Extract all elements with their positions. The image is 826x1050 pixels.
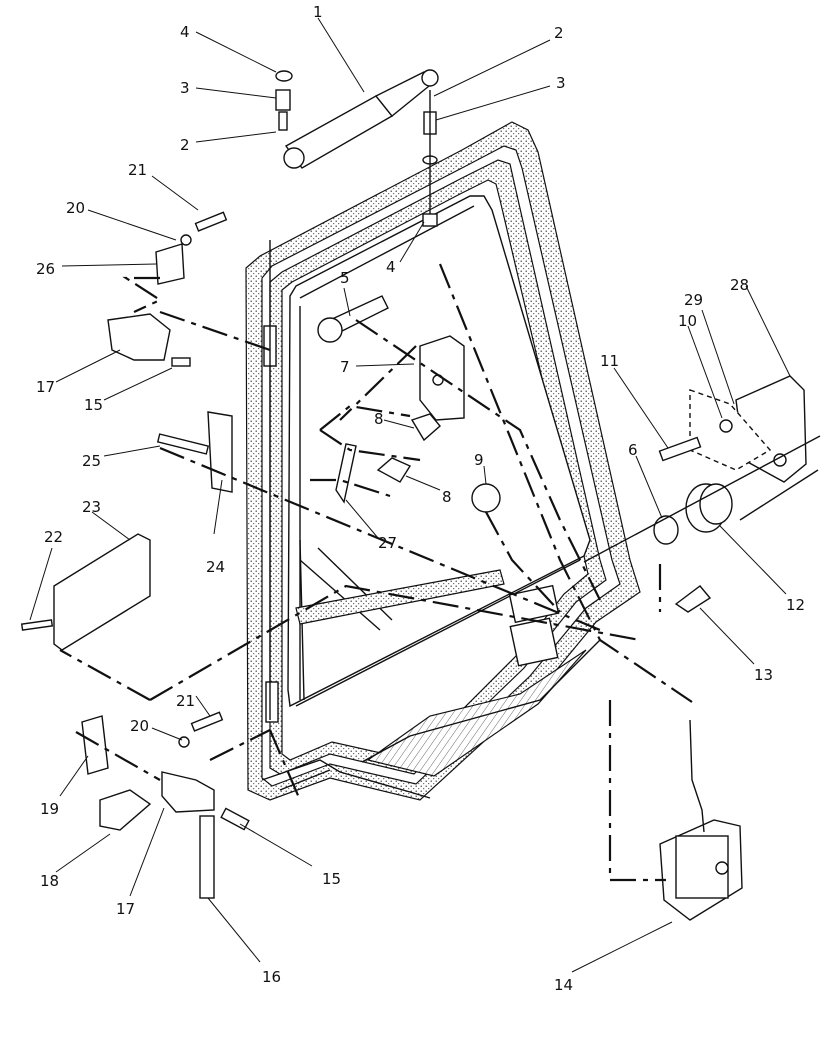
callout-20-upper: 20 [66, 199, 85, 217]
callout-3-right: 3 [556, 74, 566, 92]
callout-1: 1 [313, 3, 323, 21]
callout-6: 6 [628, 441, 638, 459]
callout-7: 7 [340, 358, 350, 376]
callout-18: 18 [40, 872, 59, 890]
callout-23: 23 [82, 498, 101, 516]
callout-8-lower: 8 [442, 488, 452, 506]
callout-10: 10 [678, 312, 697, 330]
callout-labels: 1 2 2 3 3 4 4 5 6 7 8 8 9 10 11 12 13 14… [36, 3, 805, 994]
callout-17-upper: 17 [36, 378, 55, 396]
assembly-lines [59, 263, 693, 882]
callout-2-left: 2 [180, 136, 190, 154]
callout-20-lower: 20 [130, 717, 149, 735]
callout-22: 22 [44, 528, 63, 546]
callout-3-left: 3 [180, 79, 190, 97]
callout-17-lower: 17 [116, 900, 135, 918]
callout-13: 13 [754, 666, 773, 684]
right-hardware [653, 375, 807, 921]
callout-26: 26 [36, 260, 55, 278]
callout-19: 19 [40, 800, 59, 818]
callout-16: 16 [262, 968, 281, 986]
callout-5: 5 [340, 269, 350, 287]
callout-2-top-right: 2 [554, 24, 564, 42]
callout-27: 27 [378, 534, 397, 552]
gas-strut-assembly [275, 69, 439, 227]
left-hardware [20, 211, 250, 899]
callout-25: 25 [82, 452, 101, 470]
callout-21-upper: 21 [128, 161, 147, 179]
callout-11: 11 [600, 352, 619, 370]
callout-29: 29 [684, 291, 703, 309]
callout-9: 9 [474, 451, 484, 469]
callout-4-mid: 4 [386, 258, 396, 276]
callout-24: 24 [206, 558, 225, 576]
callout-12: 12 [786, 596, 805, 614]
callout-15-upper: 15 [84, 396, 103, 414]
callout-4-top-left: 4 [180, 23, 190, 41]
door-frame [245, 121, 641, 801]
callout-8-upper: 8 [374, 410, 384, 428]
leader-lines [29, 17, 791, 973]
callout-15-lower: 15 [322, 870, 341, 888]
callout-28: 28 [730, 276, 749, 294]
callout-14: 14 [554, 976, 573, 994]
shaft-lines [583, 435, 821, 563]
callout-21-lower: 21 [176, 692, 195, 710]
